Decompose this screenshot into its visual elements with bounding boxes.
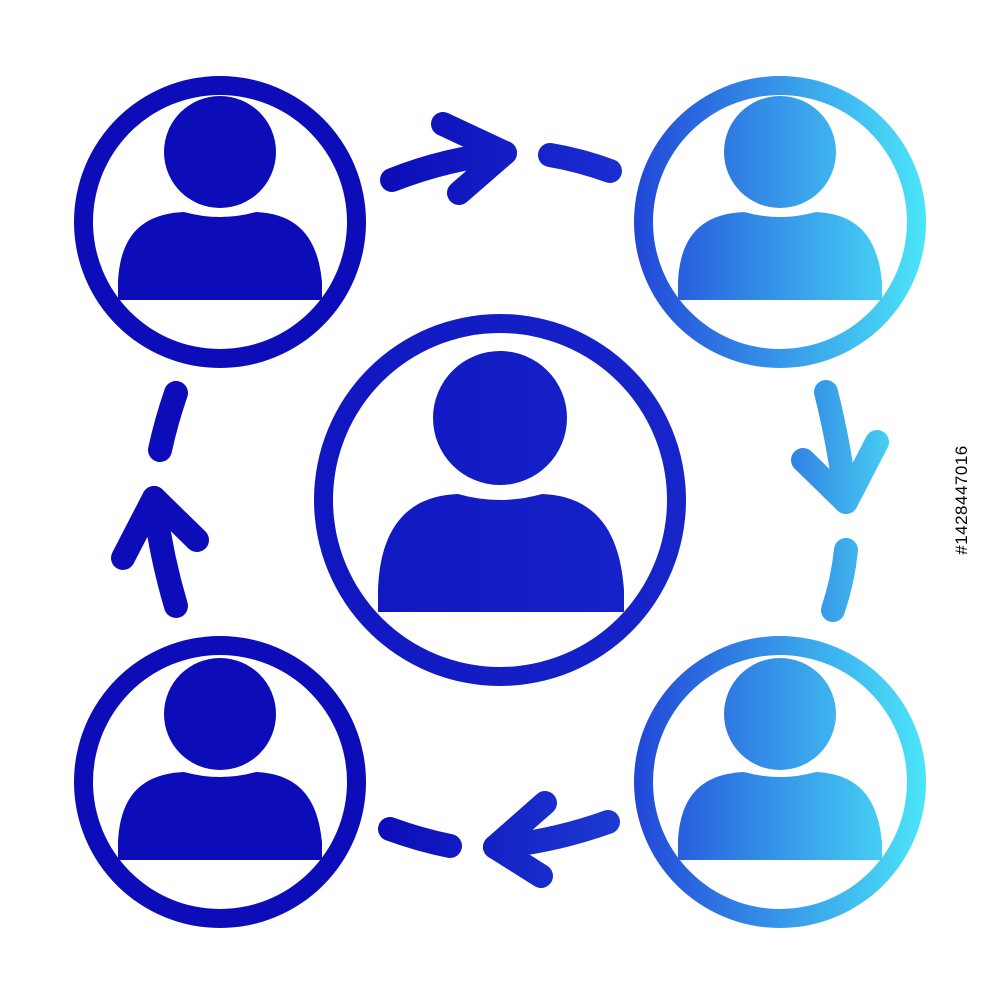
user-node-center	[314, 314, 686, 686]
arrow-right-down-icon	[791, 380, 889, 622]
user-node-top-left	[74, 76, 366, 368]
user-node-bottom-left	[74, 636, 366, 928]
arrow-left-up-icon	[111, 381, 209, 618]
arrow-top-right-icon	[380, 112, 622, 205]
user-node-bottom-right	[634, 636, 926, 928]
stock-id-text: #1428447016	[952, 445, 971, 555]
arrow-bottom-left-icon	[378, 791, 620, 888]
user-node-top-right	[634, 76, 926, 368]
